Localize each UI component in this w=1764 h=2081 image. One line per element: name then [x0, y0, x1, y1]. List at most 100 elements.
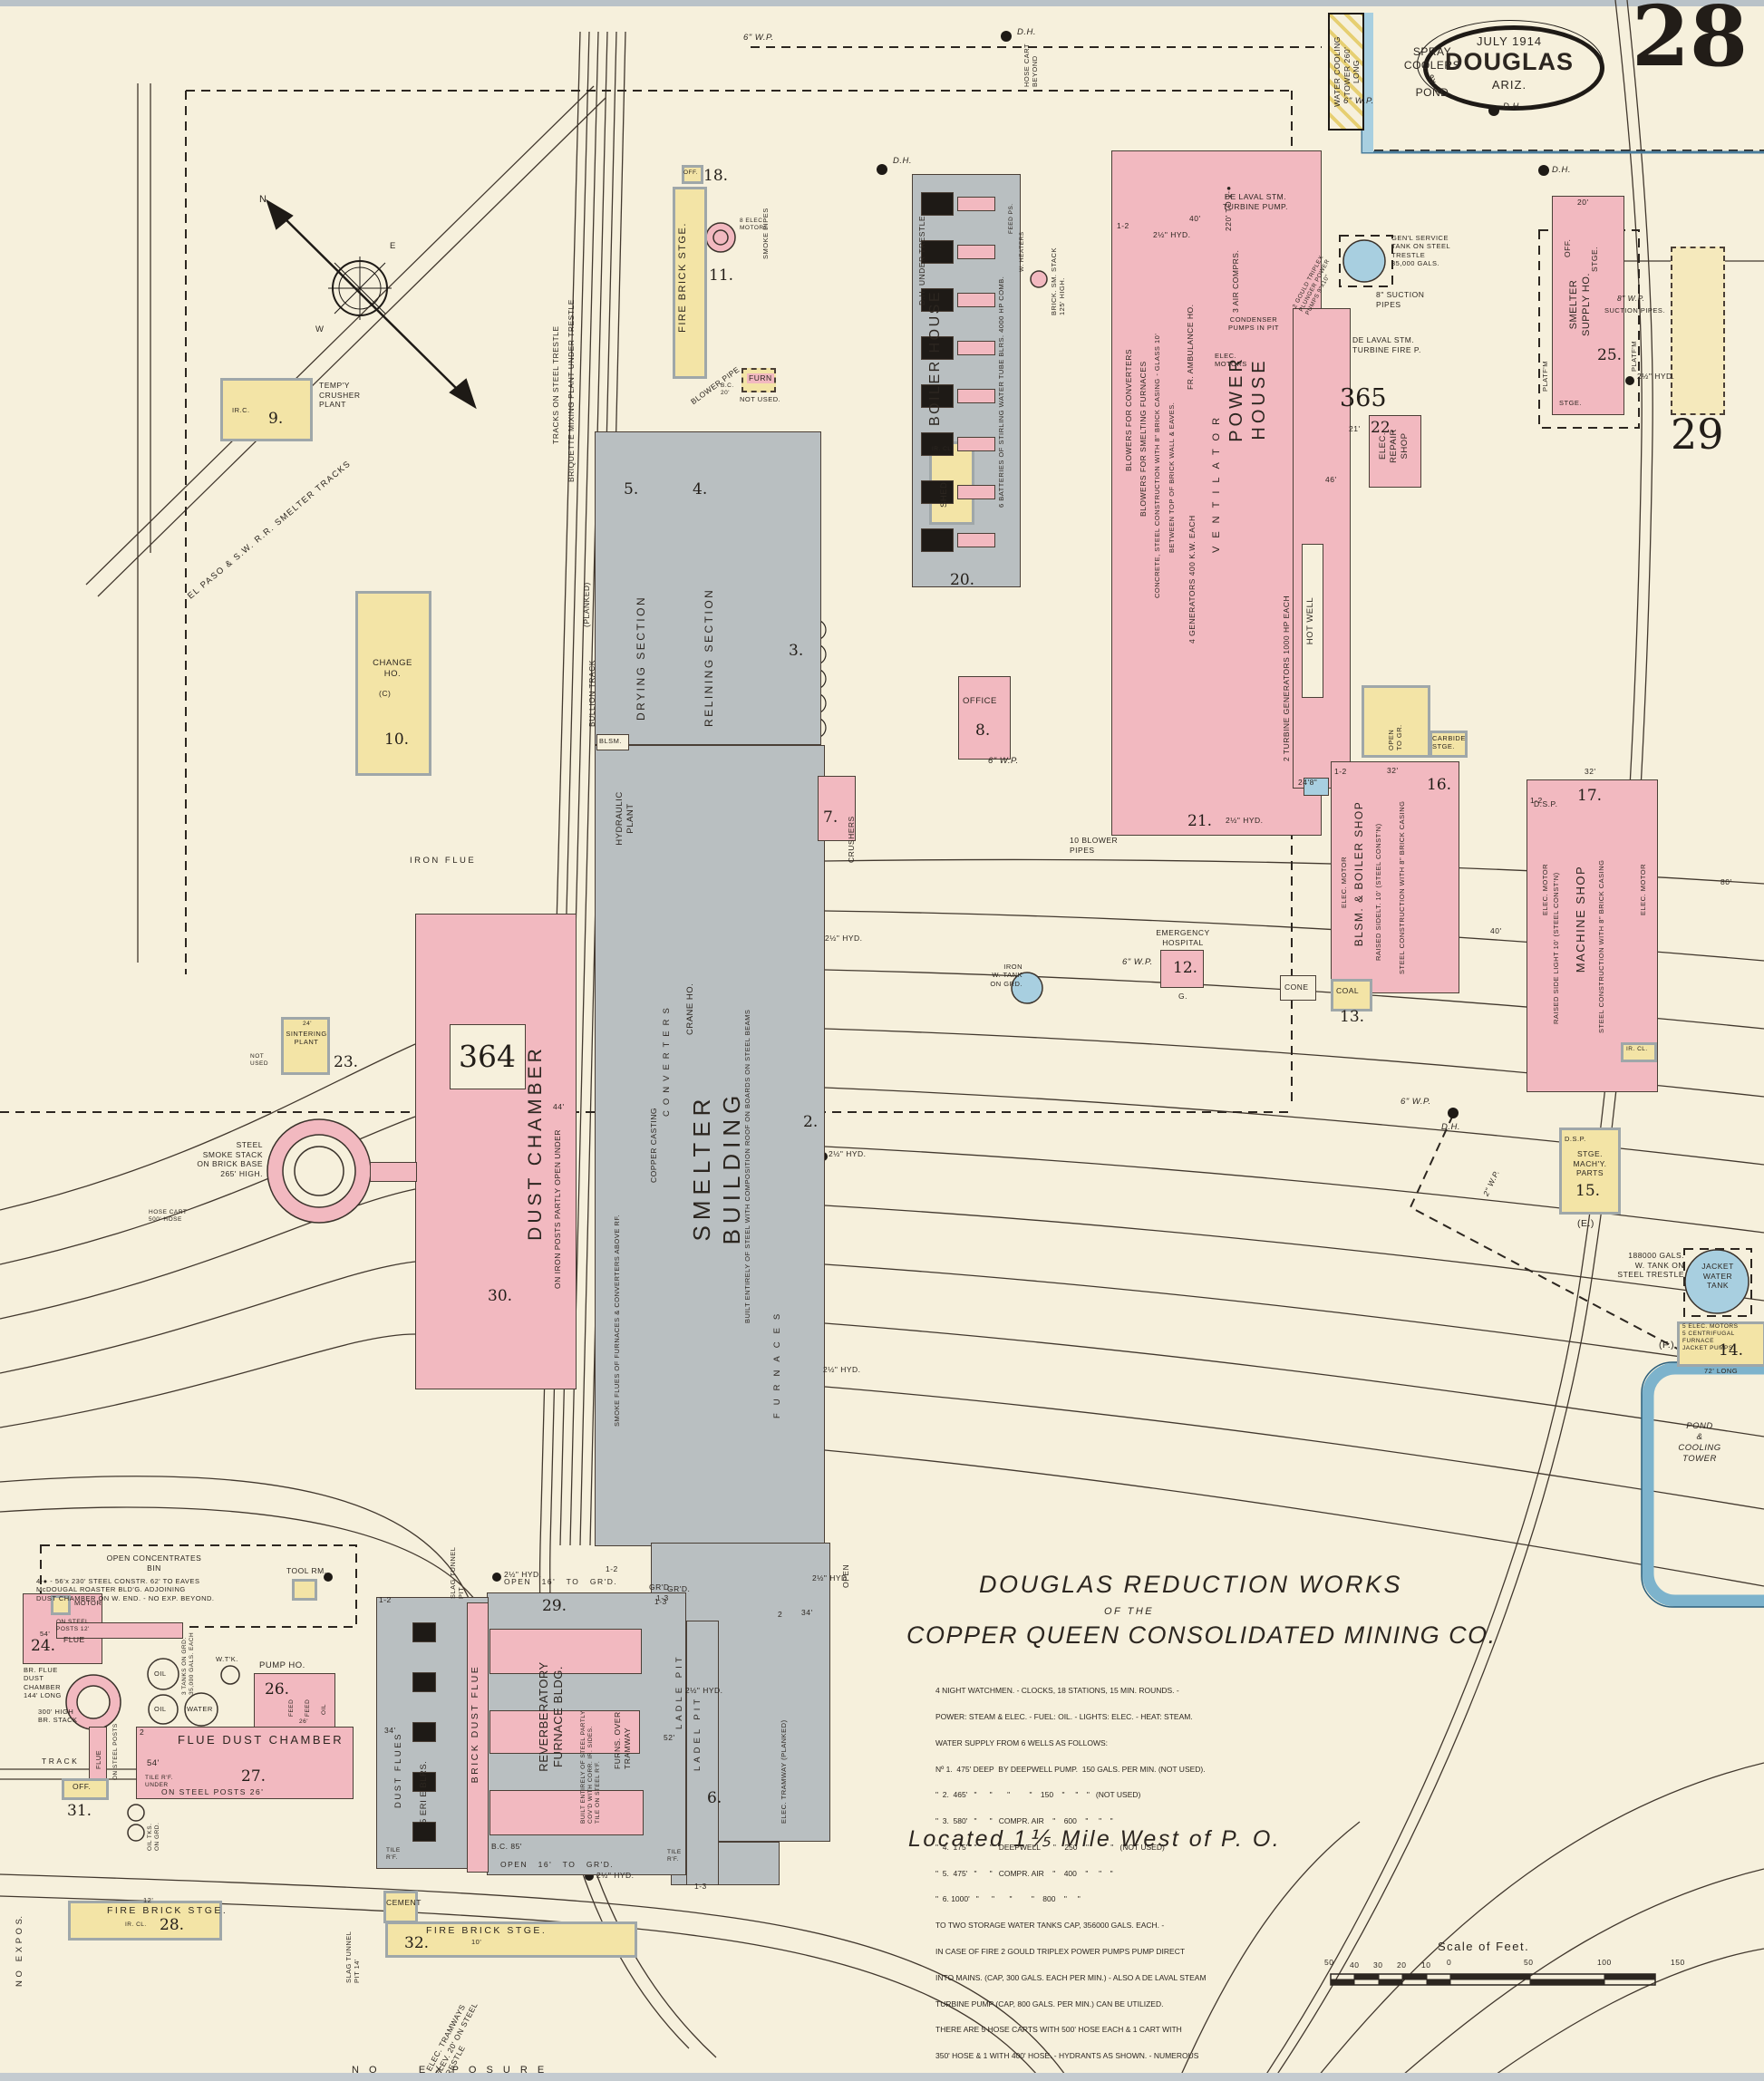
number-15: 15. [1575, 1182, 1601, 1200]
sintering-plant-label: SINTERING PLANT [286, 1030, 327, 1047]
dust-chamber-note: ON IRON POSTS PARTLY OPEN UNDER [553, 1129, 562, 1289]
converters-label: CONVERTERS [662, 1002, 672, 1117]
elec-motor-label: ELEC. MOTOR [1541, 863, 1549, 915]
water-pipe-8in-label: 8" W.P. [1617, 294, 1645, 303]
note-line: WATER SUPPLY FROM 6 WELLS AS FOLLOWS: [935, 1737, 1109, 1747]
reverberatory-note: BUILT ENTIRELY OF STEEL PARTLY COV'D WIT… [580, 1710, 602, 1824]
compass-west: W [315, 324, 325, 334]
hydrant-label: 2½" HYD. [825, 934, 863, 943]
dim-34: 34' [384, 1726, 396, 1735]
rating-1-2: 1-2 [1117, 221, 1129, 230]
hydrant-label: 2½" HYD. [812, 1573, 850, 1583]
number-2: 2. [803, 1113, 819, 1131]
block-364-courtyard [450, 1024, 526, 1089]
building-office-31 [62, 1778, 109, 1800]
map-date: JULY 1914 [1476, 34, 1543, 48]
title-oval [1423, 25, 1604, 111]
note-line: TO TWO STORAGE WATER TANKS CAP, 356000 G… [935, 1921, 1165, 1931]
dim-44: 44' [553, 1102, 565, 1111]
scale-tick: 50 [1524, 1958, 1534, 1967]
number-24: 24. [31, 1637, 56, 1655]
iron-flue-label: IRON FLUE [410, 856, 477, 866]
note-line: Nº 1. 475' DEEP BY DEEPWELL PUMP. 150 GA… [935, 1764, 1206, 1774]
relining-section-label: RELINING SECTION [703, 587, 715, 727]
building-dust-chamber-30 [415, 914, 577, 1389]
building-open-to-grade [1362, 685, 1430, 758]
building-change-house-10 [355, 591, 431, 776]
on-steel-posts-12-label: ON STEEL POSTS 12' [56, 1619, 90, 1633]
grade-label: GR'D. [649, 1583, 673, 1592]
note-line: 350' HOSE & 1 WITH 400' HOSE. - HYDRANTS… [935, 2051, 1199, 2061]
hot-well-box [1302, 544, 1323, 698]
jacket-water-tank-label: JACKET WATER TANK [1701, 1262, 1734, 1291]
hydrant-label: 2½" HYD. [829, 1149, 867, 1158]
feed-label: FEED [305, 1699, 311, 1717]
dim-24-8: 24'8" [1298, 778, 1318, 787]
compass-north: N [259, 194, 267, 205]
located-note: Located 1⅕ Mile West of P. O. [908, 1826, 1282, 1852]
note-line: " 3. 580' " " COMPR. AIR " 600 " " " [935, 1816, 1113, 1826]
air-compressors-label: 3 AIR COMPRS. [1231, 249, 1240, 313]
furnace-label: FURN [747, 373, 774, 383]
building-cement [383, 1891, 418, 1923]
smoke-pipes-label: SMOKE PIPES [761, 208, 770, 259]
number-17: 17. [1577, 787, 1603, 805]
on-steel-posts-label: ON STEEL POSTS [112, 1723, 119, 1780]
office-18-label: OFF. [683, 169, 699, 176]
rating-1-3: 1-3 [694, 1882, 707, 1891]
tool-room-label: TOOL RM. [286, 1566, 327, 1575]
hydrant-label: 2½" HYD. [1226, 816, 1264, 825]
works-notes-block: 4 NIGHT WATCHMEN. - CLOCKS, 18 STATIONS,… [935, 1670, 1207, 2081]
suction-pipes-8in-label: 8" SUCTION PIPES [1376, 290, 1425, 309]
number-27: 27. [241, 1767, 267, 1786]
machine-shop-annex [1621, 1042, 1657, 1062]
dust-flues-label: DUST FLUES [393, 1732, 403, 1808]
iron-water-tank-label: IRON W. TANK ON GRD. [990, 963, 1023, 988]
dim-32: 32' [1387, 766, 1399, 775]
planked-label: (PLANKED) [582, 582, 591, 627]
number-31: 31. [67, 1802, 92, 1820]
building-tool-room [292, 1579, 317, 1601]
storage-label: STGE. [1559, 399, 1583, 407]
smelter-construction-note: BUILT ENTIRELY OF STEEL WITH COMPOSITION… [743, 1009, 751, 1323]
shop16-construction-note: STEEL CONSTRUCTION WITH 8" BRICK CASING [1398, 800, 1406, 974]
basement-85-code: B.C. 85' [491, 1842, 522, 1851]
blacksmith-box-label: BLSM. [599, 737, 623, 745]
office-label-25: OFF. [1563, 238, 1572, 257]
number-22: 22. [1371, 419, 1396, 437]
building-stge-machy-parts-15 [1559, 1128, 1621, 1215]
blowers-smelting-label: BLOWERS FOR SMELTING FURNACES [1139, 361, 1148, 517]
hydrant-label: 2½" HYD. [685, 1686, 723, 1695]
number-9: 9. [268, 410, 284, 428]
fire-brick-storage-32-label: FIRE BRICK STGE. [426, 1925, 548, 1936]
water-tank-188000-label: 188000 GALS. W. TANK ON STEEL TRESTLE [1617, 1251, 1684, 1280]
hot-well-label: HOT WELL [1305, 596, 1315, 645]
emergency-hospital-label: EMERGENCY HOSPITAL [1156, 928, 1210, 947]
elec-tramway-planked-label: ELEC. TRAMWAY (PLANKED) [780, 1719, 788, 1824]
dim-40: 40' [1490, 926, 1502, 935]
cone-label: CONE [1284, 982, 1309, 992]
track-label: TRACK [42, 1757, 80, 1766]
power-house-construction-note: CONCRETE, STEEL CONSTRUCTION WITH 8" BRI… [1153, 333, 1161, 598]
shop16-sidelight-note: RAISED SIDELT. 10' (STEEL CONST'N) [1374, 823, 1382, 961]
office-31-label: OFF. [73, 1782, 92, 1791]
building-machine-shop-17 [1527, 779, 1658, 1092]
office-label: OFFICE [963, 696, 997, 706]
slag-tunnel-pit-label: SLAG TUNNEL PIT [449, 1546, 466, 1599]
shop17-sidelight-note: RAISED SIDE LIGHT 10' (STEEL CONST'N) [1552, 872, 1560, 1024]
building-smelter-upper-section [595, 431, 821, 745]
water-pipe-6in-label: 6" W.P. [988, 756, 1019, 766]
water-cooling-tower-label: WATER COOLING TOWER 260' LONG [1333, 36, 1362, 107]
f-reference: (F.) [1659, 1340, 1675, 1350]
rating-1-3: 1-3 [656, 1593, 669, 1602]
works-title-line1: DOUGLAS REDUCTION WORKS [979, 1571, 1403, 1598]
hydrant-label: 2½" HYD. [823, 1365, 861, 1374]
drying-section-label: DRYING SECTION [635, 595, 647, 721]
note-line: " 5. 475' " " COMPR. AIR " 400 " " " [935, 1868, 1113, 1878]
condenser-pumps-label: CONDENSER PUMPS IN PIT [1227, 315, 1279, 333]
number-10: 10. [384, 731, 410, 749]
dim-80: 80' [1720, 877, 1732, 886]
note-line: POWER: STEAM & ELEC. - FUEL: OIL. - LIGH… [935, 1711, 1193, 1721]
number-14: 14. [1719, 1341, 1744, 1360]
